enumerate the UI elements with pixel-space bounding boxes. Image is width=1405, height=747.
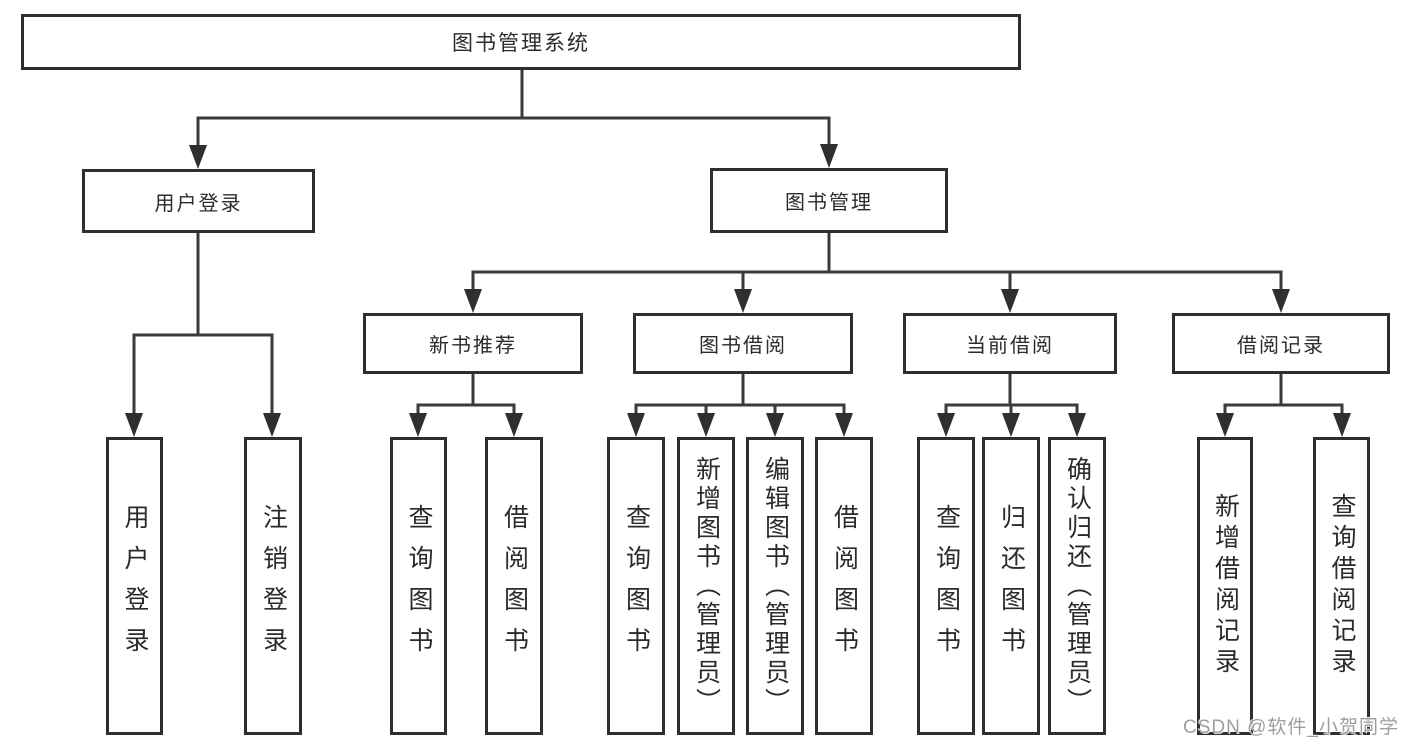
leaf-newrec-borrow-books-label: 借阅图书 [500, 504, 529, 668]
leaf-return-books: 归还图书 [982, 437, 1040, 735]
leaf-borrow-query-books: 查询图书 [607, 437, 665, 735]
node-new-book-recommend-label: 新书推荐 [429, 335, 517, 357]
node-book-management-label: 图书管理 [785, 192, 873, 214]
node-current-borrow: 当前借阅 [903, 313, 1117, 374]
leaf-current-query-books: 查询图书 [917, 437, 975, 735]
node-root-label: 图书管理系统 [452, 32, 590, 55]
leaf-user-login-label: 用户登录 [121, 504, 149, 668]
edge-borrow-to-leaves [634, 372, 846, 417]
leaf-newrec-query-books-label: 查询图书 [405, 504, 433, 668]
leaf-add-books-admin: 新增图书（管理员） [677, 437, 735, 735]
leaf-newrec-borrow-books: 借阅图书 [485, 437, 543, 735]
leaf-return-books-label: 归还图书 [997, 504, 1026, 668]
edge-current-to-leaves [944, 372, 1079, 417]
node-book-management: 图书管理 [710, 168, 948, 233]
leaf-confirm-return-admin-label: 确认归还（管理员） [1063, 455, 1092, 717]
arrowheads [125, 144, 1351, 437]
node-user-login-label: 用户登录 [154, 192, 243, 215]
node-root-system: 图书管理系统 [21, 14, 1021, 70]
leaf-confirm-return-admin: 确认归还（管理员） [1048, 437, 1106, 735]
node-book-borrow: 图书借阅 [633, 313, 853, 374]
edge-bookmgmt-to-level3 [471, 231, 1283, 293]
leaf-borrow-query-books-label: 查询图书 [622, 504, 651, 668]
leaf-edit-books-admin: 编辑图书（管理员） [746, 437, 804, 735]
leaf-newrec-query-books: 查询图书 [390, 437, 447, 735]
leaf-logout: 注销登录 [244, 437, 302, 735]
leaf-query-borrow-record: 查询借阅记录 [1313, 437, 1370, 735]
node-new-book-recommend: 新书推荐 [363, 313, 583, 374]
node-borrow-records-label: 借阅记录 [1237, 335, 1325, 357]
leaf-borrow-books-label: 借阅图书 [830, 504, 859, 668]
edge-newrec-to-leaves [416, 372, 516, 417]
leaf-edit-books-admin-label: 编辑图书（管理员） [761, 455, 790, 717]
edge-root-to-level2 [196, 67, 831, 149]
leaf-add-borrow-record-label: 新增借阅记录 [1211, 493, 1240, 679]
node-current-borrow-label: 当前借阅 [966, 335, 1054, 357]
node-borrow-records: 借阅记录 [1172, 313, 1390, 374]
leaf-user-login: 用户登录 [106, 437, 163, 735]
csdn-watermark: CSDN @软件_小贺同学 [1183, 717, 1399, 738]
edge-records-to-leaves [1223, 372, 1344, 417]
edge-userlogin-to-leaves [132, 230, 274, 417]
leaf-add-borrow-record: 新增借阅记录 [1197, 437, 1253, 735]
leaf-query-borrow-record-label: 查询借阅记录 [1328, 493, 1356, 679]
leaf-current-query-books-label: 查询图书 [932, 504, 961, 668]
leaf-logout-label: 注销登录 [259, 504, 288, 668]
node-user-login: 用户登录 [82, 169, 315, 233]
node-book-borrow-label: 图书借阅 [699, 335, 787, 357]
leaf-add-books-admin-label: 新增图书（管理员） [692, 455, 721, 717]
leaf-borrow-books: 借阅图书 [815, 437, 873, 735]
